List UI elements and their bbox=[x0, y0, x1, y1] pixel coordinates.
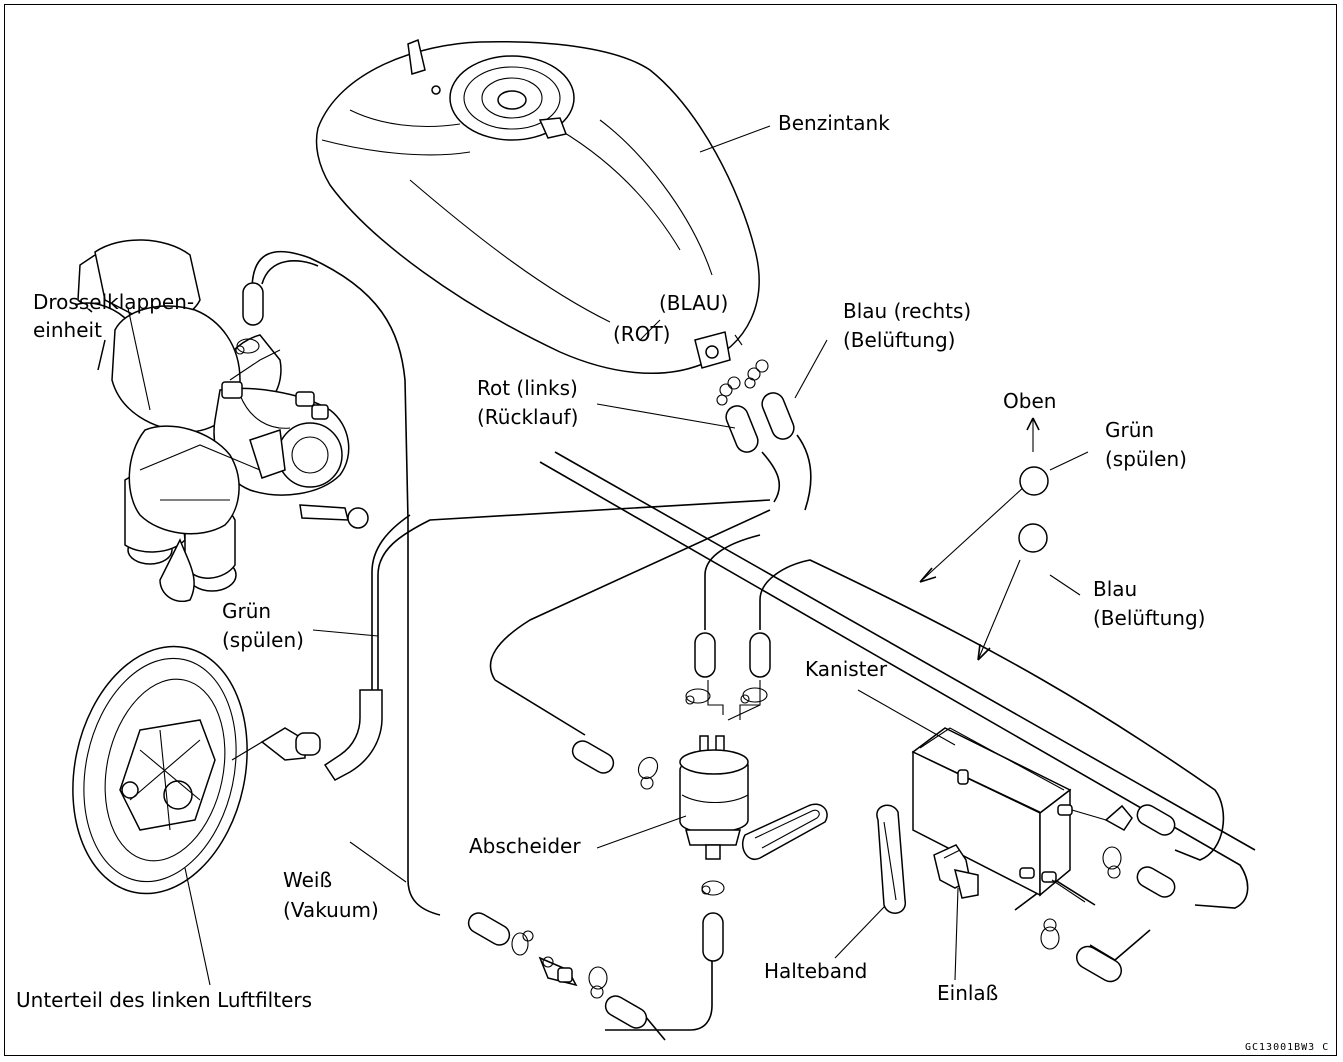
label-white-vacuum-1: Weiß bbox=[283, 868, 332, 892]
label-blau-upper: (BLAU) bbox=[659, 291, 728, 315]
label-inlet: Einlaß bbox=[937, 981, 998, 1005]
label-white-vacuum-2: (Vakuum) bbox=[283, 898, 379, 922]
label-holding-band: Halteband bbox=[764, 959, 867, 983]
label-red-left-1: Rot (links) bbox=[477, 376, 578, 400]
hose-segments bbox=[242, 282, 1176, 1029]
label-throttle-body-2: einheit bbox=[33, 318, 102, 342]
label-rot-upper: (ROT) bbox=[613, 322, 670, 346]
separator-strap bbox=[741, 803, 828, 861]
label-green-purge-right-1: Grün bbox=[1105, 418, 1154, 442]
label-blue-vent-2: (Belüftung) bbox=[1093, 606, 1205, 630]
canister bbox=[911, 727, 1107, 903]
label-canister: Kanister bbox=[805, 657, 888, 681]
leader-lines bbox=[127, 125, 1089, 986]
hose-routing bbox=[251, 250, 1256, 1041]
label-separator: Abscheider bbox=[469, 834, 581, 858]
throttle-body-assembly bbox=[74, 239, 369, 602]
green-purge-marker bbox=[1019, 466, 1049, 496]
figure-code: GC13001BW3 C bbox=[1245, 1042, 1329, 1053]
tank-outlet-clamps bbox=[716, 359, 769, 406]
inlet-fitting bbox=[933, 844, 979, 899]
label-blue-right-2: (Belüftung) bbox=[843, 328, 955, 352]
hose-clamps bbox=[235, 338, 1133, 999]
label-red-left-2: (Rücklauf) bbox=[477, 405, 578, 429]
label-green-purge-left-1: Grün bbox=[222, 599, 271, 623]
label-blue-vent-1: Blau bbox=[1093, 577, 1137, 601]
label-up: Oben bbox=[1003, 389, 1056, 413]
label-green-purge-right-2: (spülen) bbox=[1105, 447, 1187, 471]
label-fuel-tank: Benzintank bbox=[778, 111, 890, 135]
fuel-tank bbox=[315, 38, 760, 375]
tank-outlet-hoses bbox=[725, 392, 812, 511]
air-filter-lower-housing bbox=[72, 645, 321, 895]
separator bbox=[679, 680, 761, 860]
label-air-filter: Unterteil des linken Luftfilters bbox=[16, 988, 312, 1012]
label-throttle-body-1: Drosselklappen- bbox=[33, 290, 194, 314]
label-green-purge-left-2: (spülen) bbox=[222, 628, 304, 652]
vacuum-valve bbox=[538, 956, 578, 987]
direction-markers bbox=[1018, 466, 1049, 553]
label-blue-right-1: Blau (rechts) bbox=[843, 299, 971, 323]
blue-vent-marker bbox=[1018, 523, 1048, 553]
figure-frame bbox=[4, 4, 1337, 1056]
holding-band bbox=[876, 804, 906, 914]
labels: Benzintank Drosselklappen- einheit (BLAU… bbox=[16, 111, 1329, 1053]
